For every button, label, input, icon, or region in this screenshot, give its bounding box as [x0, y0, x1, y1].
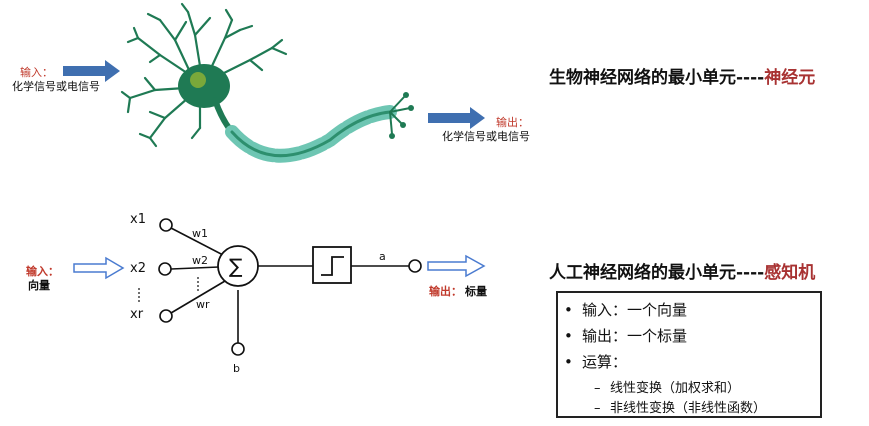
neuron-title-accent: 神经元: [764, 68, 816, 88]
perceptron-input-arrow: [73, 256, 125, 280]
label-b: b: [233, 362, 240, 375]
summary-sub-nonlinear: –非线性变换（非线性函数）: [594, 401, 767, 416]
perceptron-title-main: 人工神经网络的最小单元----: [549, 263, 765, 283]
neuron-output-label: 输出：: [496, 116, 529, 129]
perceptron-output-label: 输出：: [429, 285, 462, 298]
node-b: [231, 342, 245, 356]
neuron-output-desc: 化学信号或电信号: [442, 130, 530, 143]
perceptron-title-accent: 感知机: [764, 263, 816, 283]
node-xr: [159, 309, 173, 323]
neuron-input-arrow: [63, 60, 120, 82]
perceptron-input-label: 输入：: [26, 265, 59, 278]
node-x1: [159, 218, 173, 232]
label-xr: xr: [130, 307, 144, 322]
summary-bullet-input: •输入：一个向量: [564, 301, 688, 319]
perceptron-connections: [170, 227, 409, 343]
summation-node: [217, 245, 259, 287]
perceptron-input-desc: 向量: [28, 279, 50, 292]
perceptron-title: 人工神经网络的最小单元----感知机: [549, 258, 815, 283]
summary-bullet-operation: •运算：: [564, 353, 628, 371]
step-activation-box: [312, 246, 352, 284]
label-x2: x2: [130, 261, 146, 276]
label-x1: x1: [130, 212, 146, 227]
perceptron-output-desc: 标量: [465, 285, 487, 298]
label-wr: wr: [196, 298, 210, 311]
perceptron-output-arrow: [427, 254, 486, 278]
neuron-illustration: [120, 2, 414, 163]
label-w1: w1: [192, 227, 208, 240]
summary-bullet-output: •输出：一个标量: [564, 327, 688, 345]
neuron-output-arrow: [428, 107, 485, 129]
node-a: [408, 259, 422, 273]
neuron-title: 生物神经网络的最小单元----神经元: [549, 63, 815, 88]
node-x2: [158, 262, 172, 276]
summary-sub-linear: –线性变换（加权求和）: [594, 381, 741, 396]
neuron-title-main: 生物神经网络的最小单元----: [549, 68, 765, 88]
summary-panel: •输入：一个向量 •输出：一个标量 •运算： –线性变换（加权求和） –非线性变…: [556, 291, 822, 418]
neuron-input-label: 输入：: [20, 66, 53, 79]
neuron-input-desc: 化学信号或电信号: [12, 80, 100, 93]
label-a: a: [379, 250, 386, 263]
sigma-symbol: ∑: [229, 254, 243, 278]
label-w2: w2: [192, 254, 208, 267]
